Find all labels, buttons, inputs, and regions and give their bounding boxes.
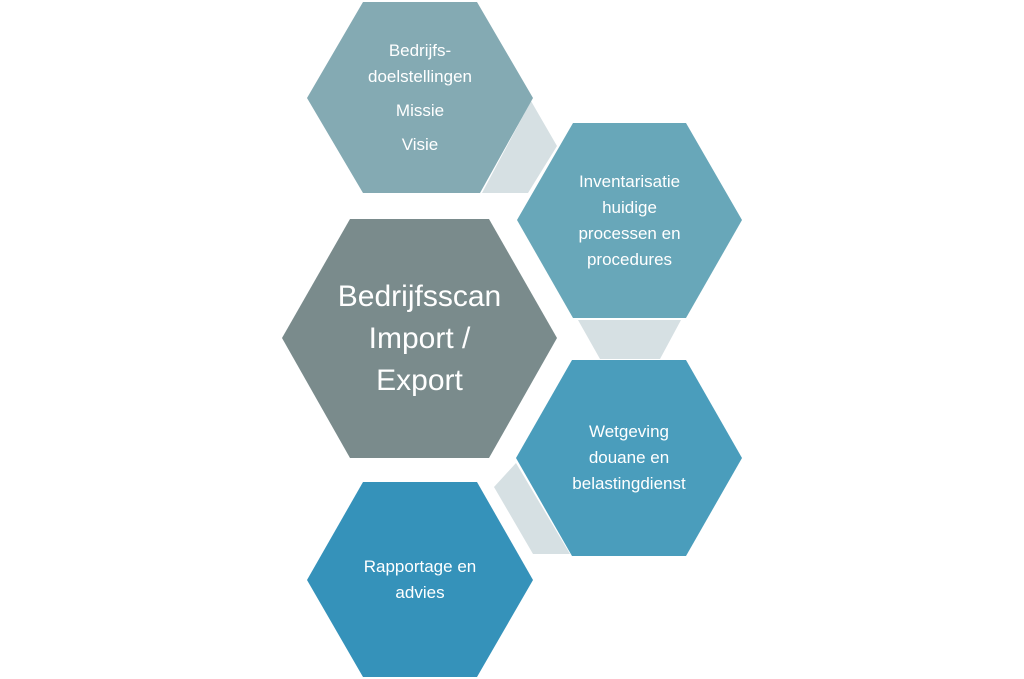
hexagon-inventarisatie (517, 123, 742, 318)
hexagon-rapportage (307, 482, 533, 677)
connector-2-3 (578, 320, 681, 359)
connector-1-2 (482, 101, 557, 193)
hexagon-wetgeving (516, 360, 742, 556)
hexagon-center (282, 219, 557, 458)
hexagon-doelstellingen (307, 2, 533, 193)
connector-3-4 (494, 463, 570, 554)
